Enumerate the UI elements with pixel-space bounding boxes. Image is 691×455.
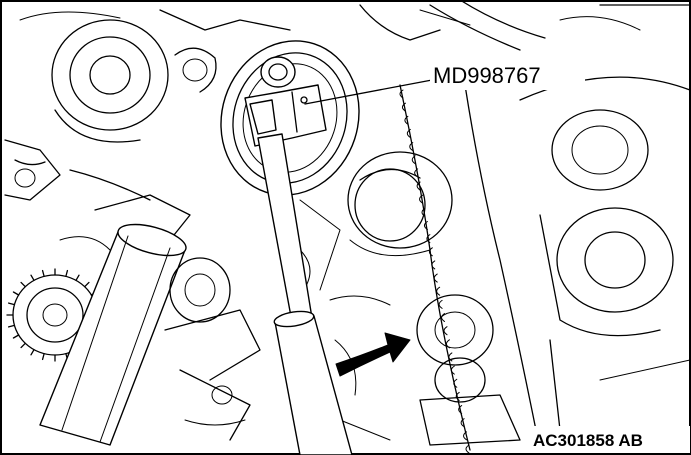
belt-tooth <box>465 444 470 454</box>
sprocket-tooth <box>30 348 35 356</box>
sprocket-tooth <box>41 352 45 361</box>
sprocket-tooth <box>12 291 20 296</box>
belt-tooth <box>438 299 443 309</box>
sprocket-tooth <box>75 274 80 282</box>
belt-tooth <box>463 431 468 441</box>
belt-tooth <box>443 326 448 336</box>
sprocket-tooth <box>20 342 26 349</box>
belt-tooth <box>431 260 436 270</box>
sprocket-tooth <box>12 334 20 339</box>
middle-left-gear <box>164 257 261 441</box>
sprocket-tooth <box>30 274 35 282</box>
belt-tooth <box>453 378 458 388</box>
tensioner-assembly <box>329 294 521 446</box>
upper-left-pulley <box>19 11 169 143</box>
timing-belt <box>399 84 541 454</box>
belt-tooth <box>404 115 409 125</box>
belt-tooth <box>455 391 460 401</box>
engine-background <box>4 0 691 454</box>
belt-tooth <box>406 128 411 138</box>
belt-tooth <box>433 273 438 283</box>
belt-tooth <box>409 142 414 152</box>
belt-tooth <box>448 352 453 362</box>
belt-tooth <box>423 220 428 230</box>
belt-tooth <box>458 405 463 415</box>
sprocket-tooth <box>84 281 90 288</box>
tool-leader-line <box>304 79 433 105</box>
sprocket-tooth <box>65 269 69 278</box>
code-background <box>528 426 690 453</box>
tool-part-number: MD998767 <box>433 63 541 88</box>
belt-tooth <box>426 234 431 244</box>
center-idler-pulley <box>347 151 453 257</box>
belt-tooth <box>419 194 424 204</box>
left-cylinder <box>39 223 187 446</box>
belt-tooth <box>460 418 465 428</box>
belt-tooth <box>416 181 421 191</box>
label-background <box>430 60 585 90</box>
special-tool <box>220 40 360 455</box>
figure-code: AC301858 AB <box>533 431 643 450</box>
sprocket-tooth <box>20 281 26 288</box>
left-components <box>4 139 191 251</box>
belt-tooth <box>399 89 404 99</box>
sprocket-tooth <box>7 324 16 328</box>
belt-tooth <box>450 365 455 375</box>
sprocket-tooth <box>41 269 45 278</box>
sprocket-tooth <box>7 302 16 306</box>
belt-tooth <box>428 247 433 257</box>
wrench-handle <box>274 315 353 455</box>
belt-tooth <box>401 102 406 112</box>
belt-tooth <box>436 286 441 296</box>
rotation-arrow <box>335 332 411 377</box>
upper-bracket <box>159 4 471 93</box>
belt-tooth <box>411 155 416 165</box>
belt-tooth <box>441 313 446 323</box>
upper-belt <box>429 0 546 51</box>
